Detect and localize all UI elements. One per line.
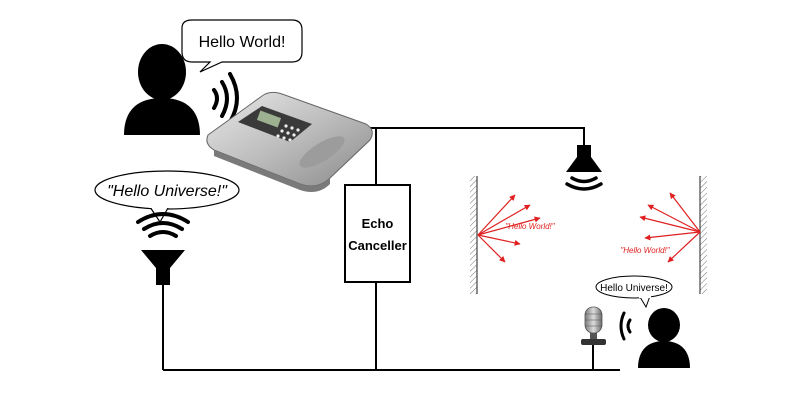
room-wall-right (699, 176, 707, 294)
speaker-body-ceiling (577, 145, 591, 157)
echo-arrows-left (477, 194, 541, 263)
sound-waves-bottom-right (619, 311, 632, 341)
loudspeaker-ceiling (565, 145, 603, 191)
person-body (124, 98, 200, 135)
sound-waves-top (212, 72, 239, 124)
echo-canceller-label-line1: Echo (362, 216, 394, 231)
speech-bubble-bottom-right: Hello Universe! (595, 275, 673, 309)
room-wall-left (470, 176, 478, 294)
echo-canceller-label-line2: Canceller (348, 238, 407, 253)
person-top-left (124, 44, 200, 135)
speaker-body-left (156, 268, 170, 285)
bubble-text-left: "Hello Universe!" (107, 183, 228, 200)
mic-base (581, 339, 606, 345)
phone-speaker-grille (299, 136, 345, 168)
echo-arrows-right (639, 192, 701, 263)
wire-phone-to-speaker (340, 127, 585, 145)
person-body (638, 341, 690, 368)
bubble-text-bottom-right: Hello Universe! (600, 283, 668, 294)
bubble-text-top: Hello World! (199, 34, 286, 51)
phone-screen (256, 110, 282, 128)
person-bottom-right (638, 308, 690, 368)
echo-label-left: "Hello World!" (505, 222, 555, 231)
loudspeaker-left (136, 212, 190, 285)
wiring (162, 127, 620, 371)
speaker-cone-ceiling (566, 157, 602, 172)
sound-waves-ceiling (565, 176, 603, 191)
mic-neck (590, 333, 597, 339)
speaker-cone-left (141, 250, 185, 268)
person-head (648, 308, 680, 342)
microphone (581, 306, 606, 345)
conference-phone (206, 91, 373, 192)
echo-canceller-box: Echo Canceller (344, 184, 411, 283)
person-head (138, 44, 186, 100)
sound-waves-left (136, 212, 190, 238)
speech-bubble-top: Hello World! (181, 19, 303, 73)
speech-bubble-left: "Hello Universe!" (94, 170, 240, 224)
echo-label-right: "Hello World!" (620, 246, 670, 255)
